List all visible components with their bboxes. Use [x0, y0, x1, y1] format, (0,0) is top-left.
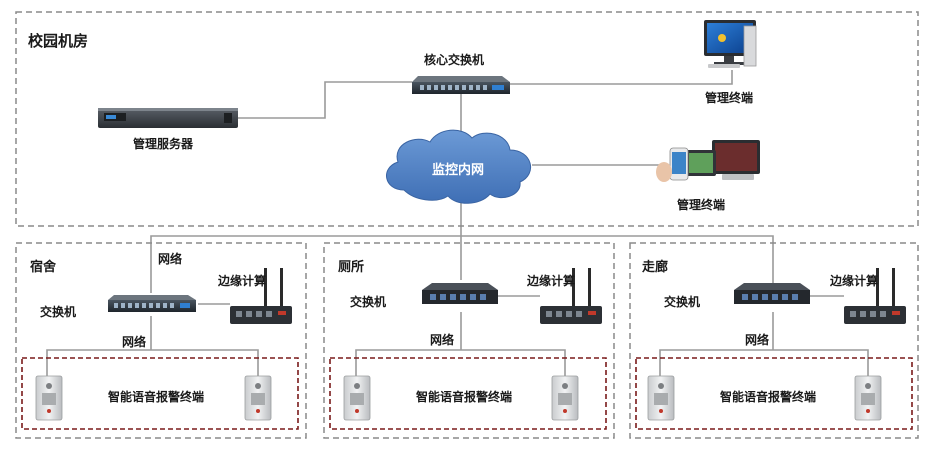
dorm-alarm-terminal-right [244, 375, 272, 421]
corridor-net-bottom-label: 网络 [745, 333, 770, 347]
restroom-edge-computing-icon [540, 268, 602, 324]
core-switch-label: 核心交换机 [424, 53, 485, 67]
dorm-zone-title: 宿舍 [30, 260, 57, 275]
network-cloud-label: 监控内网 [432, 163, 485, 178]
dorm-terminal-label: 智能语音报警终端 [108, 390, 205, 404]
dorm-edge-label: 边缘计算 [218, 274, 267, 288]
corridor-zone-title: 走廊 [642, 260, 669, 275]
corridor-alarm-terminal-right [854, 375, 882, 421]
dorm-switch-label: 交换机 [40, 305, 77, 319]
restroom-switch-label: 交换机 [350, 295, 387, 309]
core-switch-icon [412, 76, 510, 94]
server-label: 管理服务器 [133, 137, 194, 151]
mobile-terminal-label: 管理终端 [677, 198, 726, 212]
restroom-alarm-terminal-right [551, 375, 579, 421]
connection-lines [46, 70, 869, 376]
restroom-edge-label: 边缘计算 [527, 274, 576, 288]
pc-terminal-label: 管理终端 [705, 91, 754, 105]
link-core-pc [508, 70, 733, 85]
management-server-icon [98, 108, 238, 128]
zone-borders [15, 11, 919, 439]
corridor-switch-label: 交换机 [664, 295, 701, 309]
dorm-switch-icon [108, 295, 196, 312]
mobile-terminal-icon [656, 140, 760, 182]
corridor-terminal-label: 智能语音报警终端 [720, 390, 817, 404]
link-dorm-terminals [46, 349, 259, 376]
corridor-edge-label: 边缘计算 [830, 274, 879, 288]
dorm-net-bottom-label: 网络 [122, 335, 147, 349]
restroom-terminal-group [329, 357, 607, 430]
corridor-terminal-group [635, 357, 913, 430]
dorm-net-top-label: 网络 [158, 252, 183, 266]
corridor-switch-icon [734, 283, 810, 304]
restroom-zone-title: 厕所 [338, 260, 365, 275]
restroom-net-bottom-label: 网络 [430, 333, 455, 347]
corridor-alarm-terminal-left [647, 375, 675, 421]
pc-terminal-icon [704, 20, 757, 68]
network-cloud-icon [386, 129, 531, 204]
link-server-core [238, 81, 412, 119]
distribution-bus [150, 235, 774, 293]
corridor-edge-computing-icon [844, 268, 906, 324]
dorm-terminal-group [21, 357, 299, 430]
restroom-terminal-label: 智能语音报警终端 [416, 390, 513, 404]
dorm-zone-border [15, 242, 307, 439]
restroom-switch-icon [422, 283, 498, 304]
link-restroom-terminals [355, 349, 566, 376]
dorm-edge-computing-icon [230, 268, 292, 324]
campus-room-title: 校园机房 [28, 32, 89, 50]
dorm-alarm-terminal-left [35, 375, 63, 421]
corridor-zone-border [629, 242, 919, 439]
restroom-alarm-terminal-left [343, 375, 371, 421]
campus-room-border [15, 11, 919, 227]
restroom-zone-border [323, 242, 615, 439]
link-corridor-terminals [659, 349, 869, 376]
voice-alarm-terminal-icons [35, 375, 882, 421]
